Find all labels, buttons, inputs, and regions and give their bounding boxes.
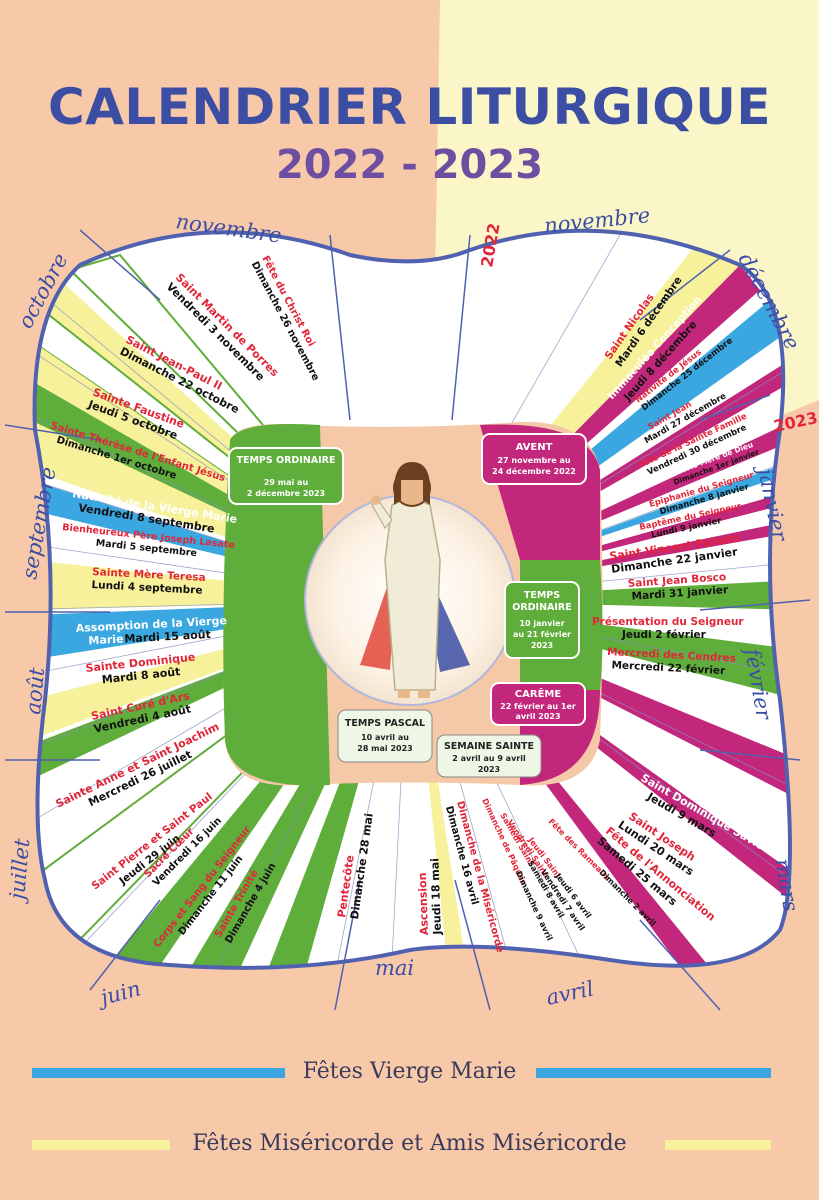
divine-mercy-figure <box>360 462 470 698</box>
month-juillet: juillet <box>5 837 35 904</box>
feast-ascension-date: Jeudi 18 mai <box>428 858 444 936</box>
svg-text:TEMPS ORDINAIRE: TEMPS ORDINAIRE <box>237 455 336 466</box>
svg-text:TEMPS PASCAL: TEMPS PASCAL <box>345 718 425 729</box>
month-juin: juin <box>94 976 143 1011</box>
svg-text:2023: 2023 <box>478 765 500 774</box>
month-avril: avril <box>544 976 596 1009</box>
month-mai: mai <box>375 956 414 980</box>
feast-assomption-name2: Marie <box>88 633 124 648</box>
feast-ascension-name: Ascension <box>416 872 431 935</box>
svg-text:avril 2023: avril 2023 <box>515 712 560 721</box>
season-ordinaire-2: TEMPS ORDINAIRE 10 janvier au 21 février… <box>504 581 580 659</box>
feast-teresa-date: Lundi 4 septembre <box>91 579 203 597</box>
legend-misericorde-bar-right <box>665 1140 771 1150</box>
legend-marie-bar-left <box>32 1068 285 1078</box>
feast-presentation-date: Jeudi 2 février <box>621 629 707 641</box>
svg-text:TEMPS: TEMPS <box>524 590 560 601</box>
feast-teresa-name: Sainte Mère Teresa <box>92 566 206 584</box>
svg-text:10 avril au: 10 avril au <box>361 733 409 742</box>
page-years: 2022 - 2023 <box>275 142 544 188</box>
page-title: CALENDRIER LITURGIQUE <box>48 78 771 136</box>
svg-text:CARÊME: CARÊME <box>515 687 562 700</box>
season-pascal: TEMPS PASCAL 10 avril au 28 mai 2023 <box>337 709 433 763</box>
svg-text:SEMAINE SAINTE: SEMAINE SAINTE <box>444 741 534 752</box>
svg-text:27 novembre au: 27 novembre au <box>497 456 570 465</box>
ordinaire-hub-segment <box>223 424 330 786</box>
wheel-frame <box>32 228 792 970</box>
season-semaine-sainte: SEMAINE SAINTE 2 avril au 9 avril 2023 <box>436 734 542 778</box>
legend-misericorde-bar-left <box>32 1140 170 1150</box>
svg-text:ORDINAIRE: ORDINAIRE <box>512 602 571 613</box>
month-dividers <box>4 229 811 1011</box>
feast-cendres-date: Mercredi 22 février <box>611 659 726 677</box>
legend-marie-label: Fêtes Vierge Marie <box>302 1059 517 1084</box>
svg-text:2 décembre 2023: 2 décembre 2023 <box>247 488 325 498</box>
feast-assomption-date: Mardi 15 août <box>124 628 211 646</box>
svg-text:28 mai 2023: 28 mai 2023 <box>357 744 412 753</box>
feast-presentation-name: Présentation du Seigneur <box>592 616 744 628</box>
month-aout: août <box>21 666 49 716</box>
svg-text:2 avril au 9 avril: 2 avril au 9 avril <box>452 754 526 763</box>
svg-text:22 février au 1er: 22 février au 1er <box>500 701 576 711</box>
svg-text:10 janvier: 10 janvier <box>519 619 564 628</box>
svg-text:AVENT: AVENT <box>516 442 553 453</box>
season-ordinaire-1: TEMPS ORDINAIRE 29 mai au 2 décembre 202… <box>228 447 344 505</box>
svg-text:au 21 février: au 21 février <box>513 629 571 639</box>
season-careme: CARÊME 22 février au 1er avril 2023 <box>490 682 586 726</box>
svg-text:2023: 2023 <box>531 641 553 650</box>
legend-marie-bar-right <box>536 1068 771 1078</box>
season-avent: AVENT 27 novembre au 24 décembre 2022 <box>481 433 587 485</box>
svg-text:29 mai au: 29 mai au <box>264 478 309 487</box>
legend-misericorde-label: Fêtes Miséricorde et Amis Miséricorde <box>192 1131 627 1156</box>
svg-text:24 décembre 2022: 24 décembre 2022 <box>492 466 576 476</box>
